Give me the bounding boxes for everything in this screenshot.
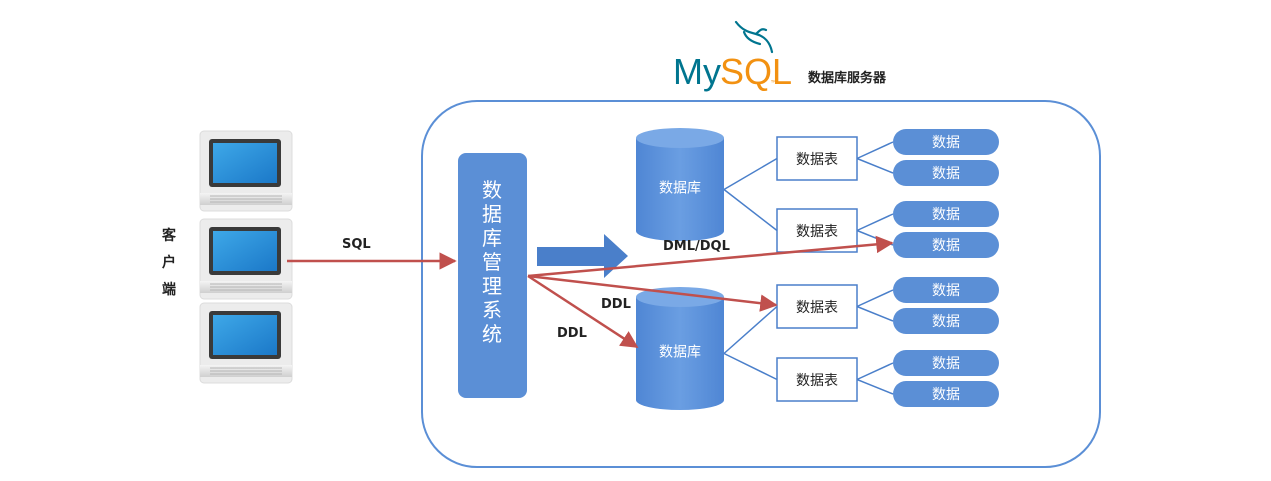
table-box: 数据表: [776, 208, 858, 253]
dbms-label-char: 管: [482, 250, 502, 274]
server-label: 数据库服务器: [808, 70, 887, 86]
client-label-char: 户: [162, 254, 176, 271]
table-box: 数据表: [776, 136, 858, 181]
laptop-icon: [199, 130, 293, 212]
data-label: 数据: [932, 135, 960, 151]
dbms-label-char: 理: [482, 274, 502, 298]
ddl-table-arrow: [527, 274, 778, 312]
client-label: 客户端: [161, 227, 177, 298]
data-pill: 数据: [893, 129, 999, 155]
table-label: 数据表: [796, 152, 838, 168]
mysql-logo: My SQL ™: [673, 20, 792, 92]
data-label: 数据: [932, 387, 960, 403]
dbms-label-char: 统: [482, 322, 502, 346]
server-container: [421, 100, 1101, 468]
dbms-label-char: 系: [482, 298, 502, 322]
data-pill: 数据: [893, 381, 999, 407]
logo-text-my: My: [673, 51, 721, 92]
ddl-table-edge-label: DDL: [601, 297, 631, 312]
data-pill: 数据: [893, 160, 999, 186]
table-box: 数据表: [776, 284, 858, 329]
logo-trademark: ™: [770, 79, 778, 88]
ddl-db-edge-label: DDL: [557, 326, 587, 341]
data-label: 数据: [932, 356, 960, 372]
data-label: 数据: [932, 166, 960, 182]
data-label: 数据: [932, 283, 960, 299]
table-label: 数据表: [796, 224, 838, 240]
dml-dql-edge-label: DML/DQL: [663, 239, 730, 254]
sql-edge-label: SQL: [342, 237, 371, 252]
database-cylinder: 数据库: [636, 128, 724, 241]
dolphin-icon: [734, 20, 774, 54]
data-pill: 数据: [893, 232, 999, 258]
client-label-char: 端: [162, 281, 176, 298]
big-flow-arrow: [537, 234, 628, 278]
client-laptops: [199, 130, 293, 384]
data-label: 数据: [932, 238, 960, 254]
logo-text-sql: SQL: [720, 51, 792, 92]
database-cylinder: 数据库: [636, 287, 724, 410]
dbms-label-char: 据: [482, 202, 502, 226]
database-label: 数据库: [659, 345, 701, 361]
dbms-label-char: 库: [482, 226, 502, 250]
laptop-icon: [199, 218, 293, 300]
data-pill: 数据: [893, 350, 999, 376]
data-pill: 数据: [893, 277, 999, 303]
data-pill: 数据: [893, 201, 999, 227]
data-label: 数据: [932, 314, 960, 330]
dbms-label-char: 数: [482, 178, 502, 202]
ddl-db-arrow: [527, 274, 639, 349]
laptop-icon: [199, 302, 293, 384]
connectors: [723, 141, 894, 395]
database-label: 数据库: [659, 181, 701, 197]
table-label: 数据表: [796, 373, 838, 389]
dml-dql-arrow: [527, 235, 894, 278]
client-label-char: 客: [161, 227, 177, 244]
data-label: 数据: [932, 207, 960, 223]
data-pill: 数据: [893, 308, 999, 334]
table-box: 数据表: [776, 357, 858, 402]
table-label: 数据表: [796, 300, 838, 316]
dbms-box: [458, 153, 527, 398]
